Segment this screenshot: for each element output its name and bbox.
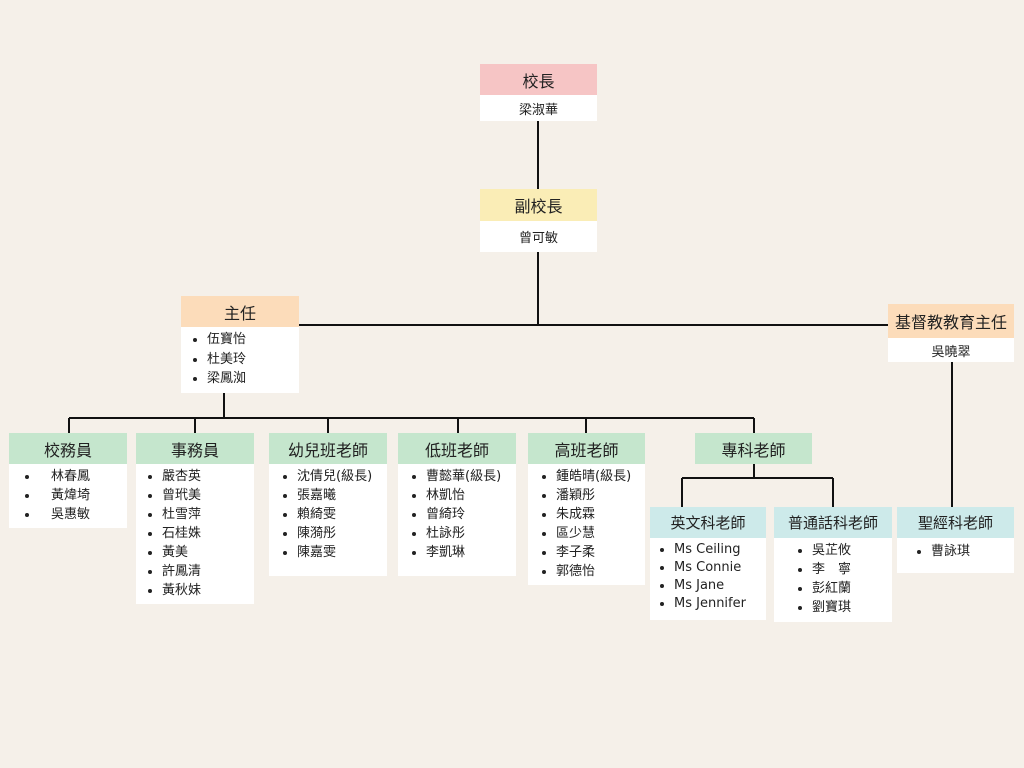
putonghua-teachers-title: 普通話科老師: [774, 507, 892, 538]
list-item: 彭紅蘭: [812, 579, 888, 598]
list-item: 李凱琳: [426, 543, 512, 562]
director-box: 主任 伍寶怡 杜美玲 梁鳳洳: [181, 296, 299, 393]
clerks-list: 嚴杏英 曾玳美 杜雪萍 石桂姝 黃美 許鳳清 黃秋妹: [136, 464, 254, 604]
list-item: 劉寶琪: [812, 598, 888, 617]
english-teachers-title: 英文科老師: [650, 507, 766, 538]
nursery-teachers-list: 沈倩兒(級長) 張嘉曦 賴綺雯 陳漪彤 陳嘉雯: [269, 464, 387, 566]
vice-principal-box: 副校長 曾可敏: [480, 189, 597, 252]
list-item: 杜詠彤: [426, 524, 512, 543]
list-item: 曾綺玲: [426, 505, 512, 524]
subject-teachers-title: 專科老師: [695, 433, 812, 464]
list-item: 黃秋妹: [162, 581, 250, 600]
list-item: 杜雪萍: [162, 505, 250, 524]
list-item: 林春鳳: [39, 467, 123, 486]
upper-teachers-box: 高班老師 鍾皓晴(級長) 潘穎彤 朱成霖 區少慧 李子柔 郭德怡: [528, 433, 645, 585]
vice-principal-name: 曾可敏: [480, 221, 597, 252]
bible-teachers-list: 曹詠琪: [897, 538, 1014, 565]
list-item: 潘穎彤: [556, 486, 641, 505]
list-item: 區少慧: [556, 524, 641, 543]
list-item: 朱成霖: [556, 505, 641, 524]
english-teachers-list: Ms Ceiling Ms Connie Ms Jane Ms Jennifer: [650, 538, 766, 617]
upper-teachers-list: 鍾皓晴(級長) 潘穎彤 朱成霖 區少慧 李子柔 郭德怡: [528, 464, 645, 585]
clerks-box: 事務員 嚴杏英 曾玳美 杜雪萍 石桂姝 黃美 許鳳清 黃秋妹: [136, 433, 254, 604]
list-item: 石桂姝: [162, 524, 250, 543]
list-item: Ms Jennifer: [674, 595, 762, 613]
list-item: 曾玳美: [162, 486, 250, 505]
list-item: Ms Jane: [674, 577, 762, 595]
list-item: 林凱怡: [426, 486, 512, 505]
list-item: 嚴杏英: [162, 467, 250, 486]
list-item: 曹詠琪: [931, 542, 1010, 561]
bible-teachers-title: 聖經科老師: [897, 507, 1014, 538]
list-item: 鍾皓晴(級長): [556, 467, 641, 486]
principal-title: 校長: [480, 64, 597, 95]
lower-teachers-box: 低班老師 曹懿華(級長) 林凱怡 曾綺玲 杜詠彤 李凱琳: [398, 433, 516, 576]
list-item: 吳惠敏: [39, 505, 123, 524]
lower-teachers-list: 曹懿華(級長) 林凱怡 曾綺玲 杜詠彤 李凱琳: [398, 464, 516, 566]
bible-teachers-box: 聖經科老師 曹詠琪: [897, 507, 1014, 573]
christian-ed-title: 基督教教育主任: [888, 304, 1014, 338]
school-workers-list: 林春鳳 黃煒埼 吳惠敏: [9, 464, 127, 528]
list-item: 李子柔: [556, 543, 641, 562]
list-item: 郭德怡: [556, 562, 641, 581]
list-item: Ms Connie: [674, 559, 762, 577]
list-item: 吳芷攸: [812, 541, 888, 560]
list-item: Ms Ceiling: [674, 541, 762, 559]
school-workers-box: 校務員 林春鳳 黃煒埼 吳惠敏: [9, 433, 127, 528]
list-item: 陳漪彤: [297, 524, 383, 543]
list-item: 賴綺雯: [297, 505, 383, 524]
list-item: 曹懿華(級長): [426, 467, 512, 486]
putonghua-teachers-box: 普通話科老師 吳芷攸 李 寧 彭紅蘭 劉寶琪: [774, 507, 892, 622]
clerks-title: 事務員: [136, 433, 254, 464]
list-item: 張嘉曦: [297, 486, 383, 505]
vice-principal-title: 副校長: [480, 189, 597, 221]
english-teachers-box: 英文科老師 Ms Ceiling Ms Connie Ms Jane Ms Je…: [650, 507, 766, 620]
list-item: 許鳳清: [162, 562, 250, 581]
putonghua-teachers-list: 吳芷攸 李 寧 彭紅蘭 劉寶琪: [774, 538, 892, 621]
director-title: 主任: [181, 296, 299, 327]
principal-name: 梁淑華: [480, 95, 597, 121]
upper-teachers-title: 高班老師: [528, 433, 645, 464]
list-item: 伍寶怡: [207, 330, 295, 350]
nursery-teachers-title: 幼兒班老師: [269, 433, 387, 464]
principal-box: 校長 梁淑華: [480, 64, 597, 121]
list-item: 杜美玲: [207, 350, 295, 370]
list-item: 沈倩兒(級長): [297, 467, 383, 486]
christian-ed-name: 吳曉翠: [888, 338, 1014, 362]
school-workers-title: 校務員: [9, 433, 127, 464]
list-item: 黃煒埼: [39, 486, 123, 505]
christian-ed-box: 基督教教育主任 吳曉翠: [888, 304, 1014, 362]
lower-teachers-title: 低班老師: [398, 433, 516, 464]
list-item: 李 寧: [812, 560, 888, 579]
list-item: 黃美: [162, 543, 250, 562]
director-list: 伍寶怡 杜美玲 梁鳳洳: [181, 327, 299, 393]
list-item: 陳嘉雯: [297, 543, 383, 562]
list-item: 梁鳳洳: [207, 369, 295, 389]
nursery-teachers-box: 幼兒班老師 沈倩兒(級長) 張嘉曦 賴綺雯 陳漪彤 陳嘉雯: [269, 433, 387, 576]
